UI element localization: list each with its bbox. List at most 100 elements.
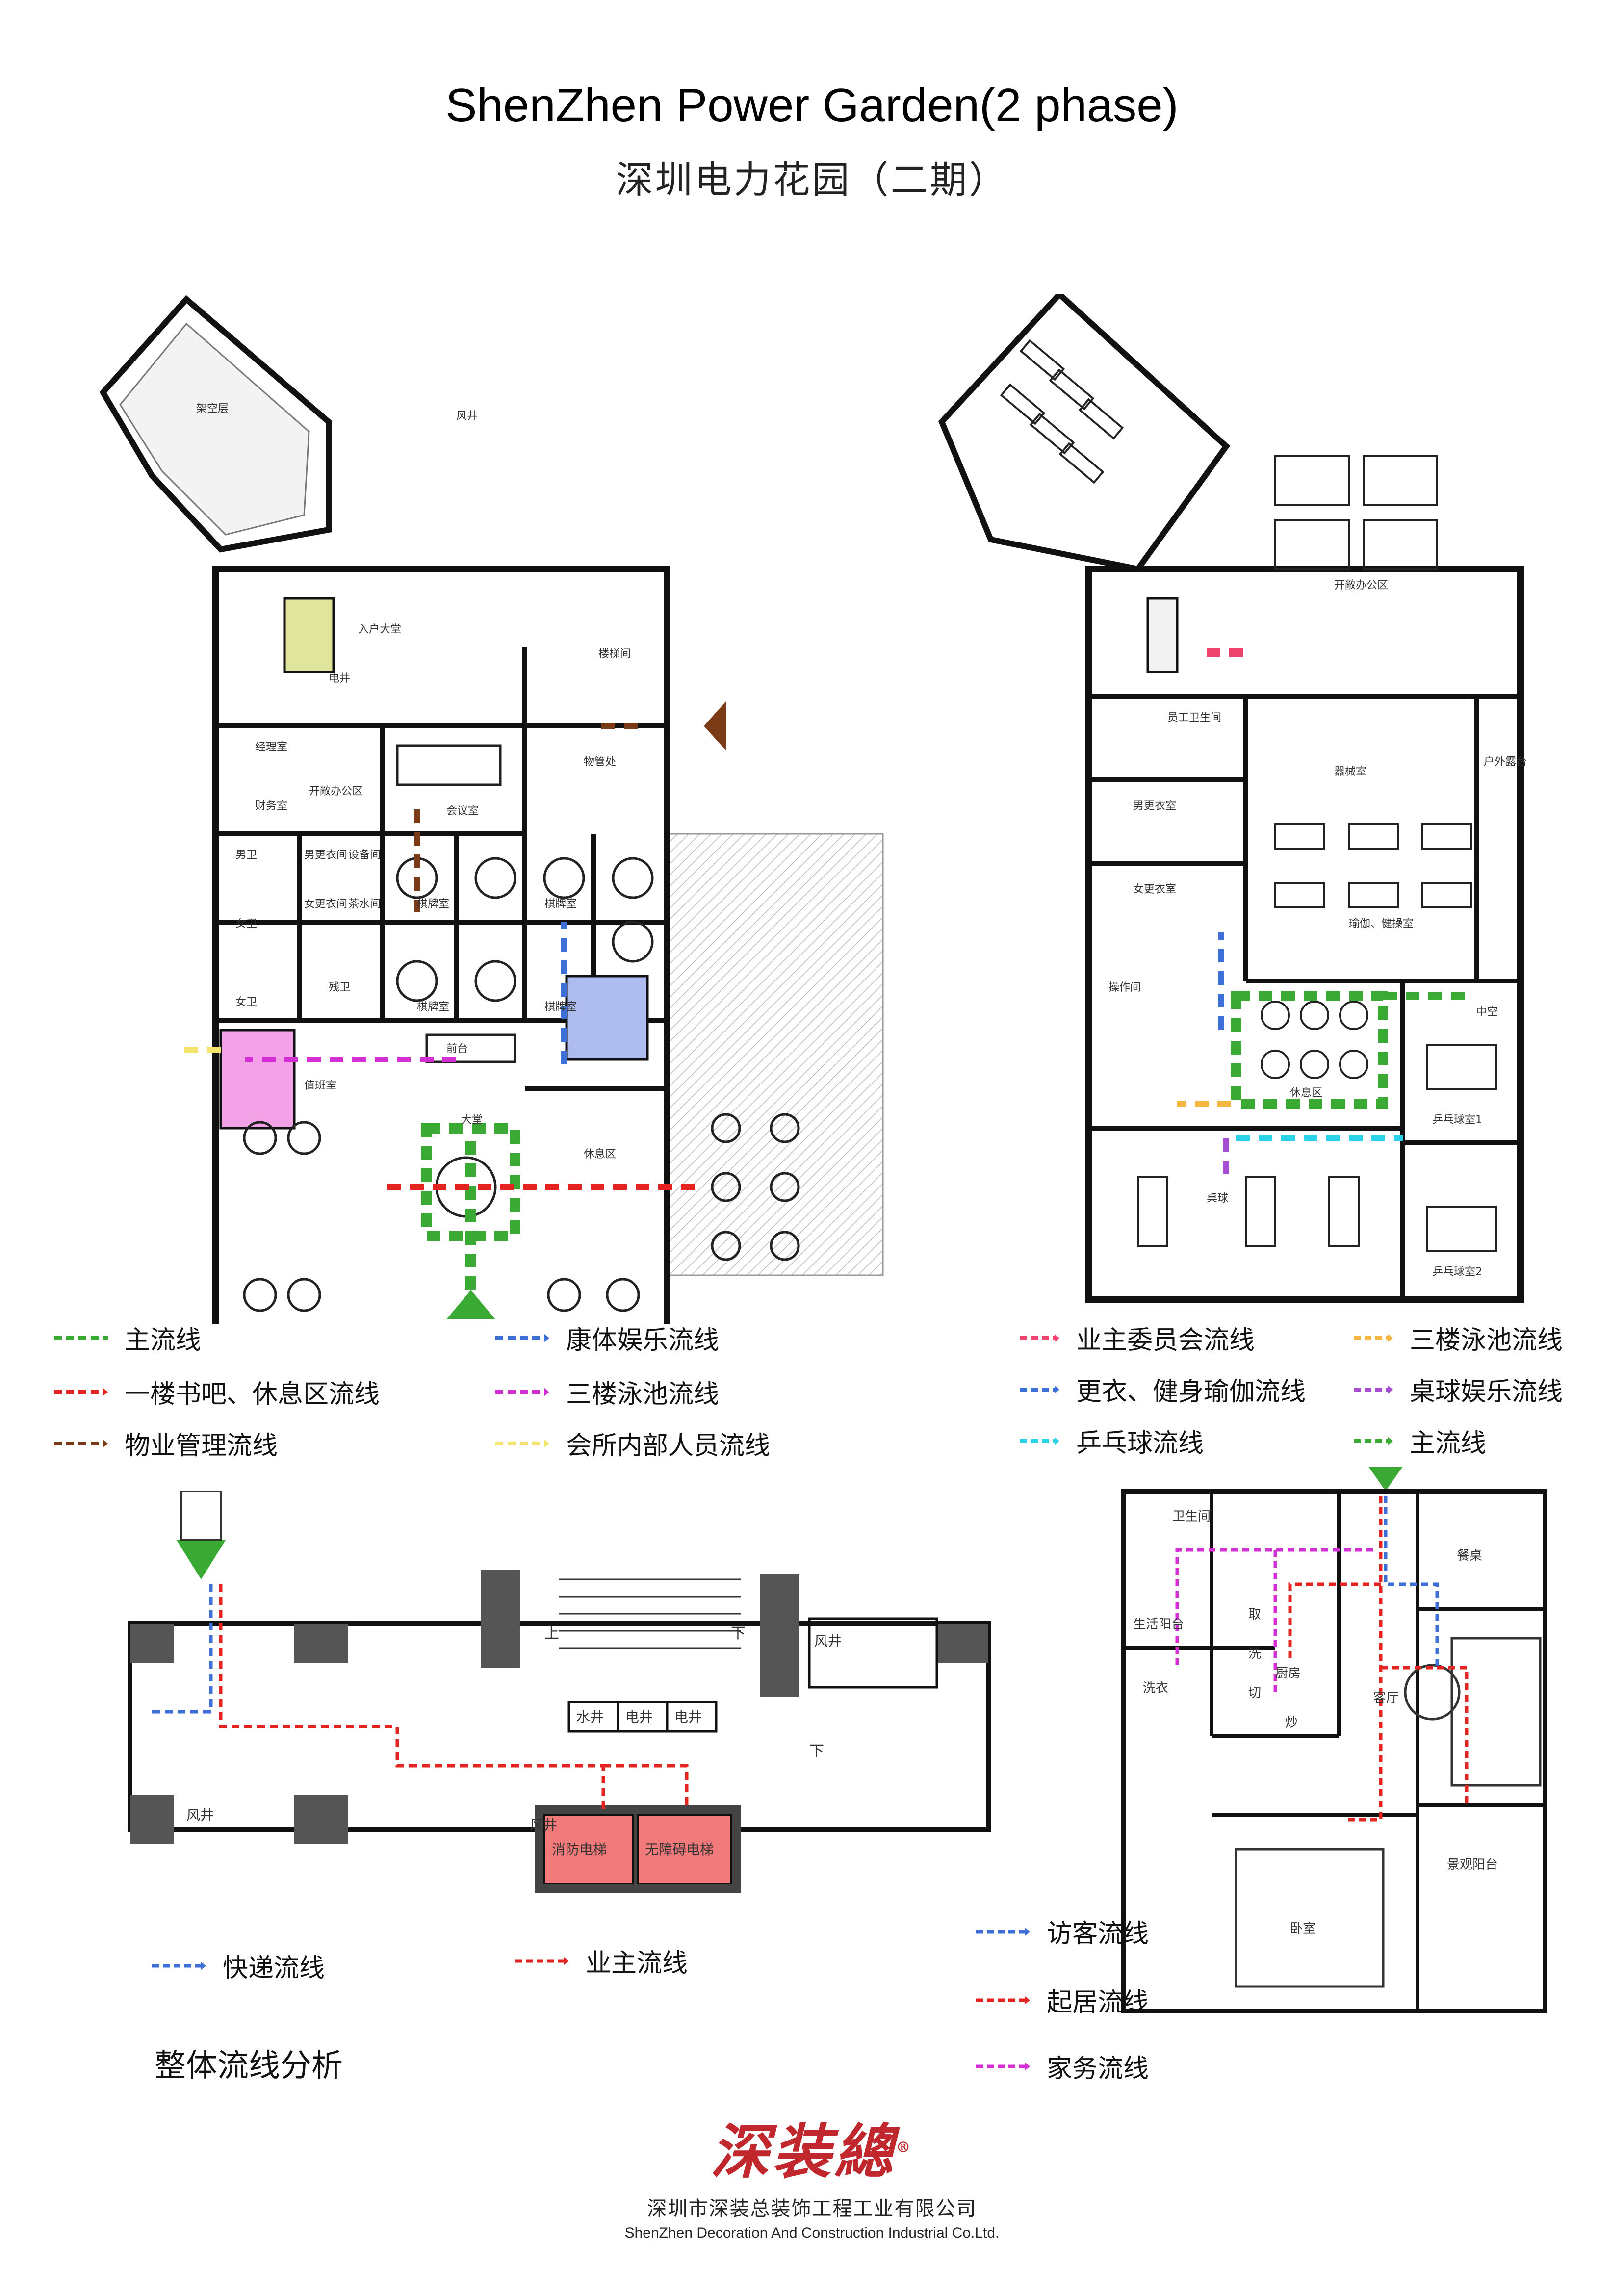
legend-label: 康体娱乐流线 xyxy=(566,1326,720,1355)
legend-label: 桌球娱乐流线 xyxy=(1410,1377,1563,1407)
legend-swatch xyxy=(976,1927,1030,1935)
room-label: 前台 xyxy=(446,1043,468,1055)
room-label: 乒乓球室1 xyxy=(1432,1114,1482,1126)
room-label: 中空 xyxy=(1476,1006,1498,1018)
room-label: 风井 xyxy=(186,1807,214,1823)
legend-swatch xyxy=(515,1957,569,1965)
legend-label: 更衣、健身瑜伽流线 xyxy=(1076,1377,1306,1407)
legend-label: 主流线 xyxy=(125,1326,202,1355)
legend-item: 主流线 xyxy=(54,1319,201,1356)
yoga-mats xyxy=(1274,823,1472,908)
legend-label: 物业管理流线 xyxy=(125,1431,278,1461)
accessible-elevator xyxy=(637,1814,732,1884)
plan-lobby: 上 下 下 风井 水井 电井 电井 风井 风井 消防电梯 无障碍电梯 xyxy=(123,1491,1005,1933)
flow-lines xyxy=(177,723,696,1290)
room-label: 炒 xyxy=(1285,1715,1298,1730)
legend-label: 家务流线 xyxy=(1047,2054,1149,2084)
auditorium-wall xyxy=(938,294,1230,572)
legend-swatch xyxy=(976,1996,1030,2004)
legend-label: 业主委员会流线 xyxy=(1076,1326,1255,1355)
legend-label: 会所内部人员流线 xyxy=(566,1431,771,1461)
room-label: 餐桌 xyxy=(1457,1548,1482,1563)
flow-lines xyxy=(152,1584,689,1810)
room-label: 财务室 xyxy=(255,800,287,812)
room-label: 休息区 xyxy=(1290,1087,1322,1099)
room-label: 消防电梯 xyxy=(552,1841,607,1857)
room-label: 棋牌室 xyxy=(417,898,449,910)
legend-item: 起居流线 xyxy=(976,1982,1149,2018)
section-title: 整体流线分析 xyxy=(155,2048,343,2084)
company-name-en: ShenZhen Decoration And Construction Ind… xyxy=(624,2225,1000,2241)
legend-swatch xyxy=(495,1439,549,1447)
reception-desk xyxy=(425,1033,516,1063)
legend-item: 桌球娱乐流线 xyxy=(1354,1371,1563,1408)
room-label: 棋牌室 xyxy=(544,1001,577,1013)
stair-down-label: 下 xyxy=(809,1743,824,1760)
room-label: 物管处 xyxy=(584,756,616,768)
legend-item: 三楼泳池流线 xyxy=(1354,1319,1563,1356)
office-desks xyxy=(1274,455,1438,570)
room-label: 经理室 xyxy=(255,741,287,753)
logo-text: 深装總 xyxy=(710,2117,896,2187)
room-labels: 入户大堂 经理室 财务室 开敞办公区 会议室 物管处 男更衣间 女更衣间 设备间… xyxy=(196,403,631,1161)
elevator-block xyxy=(283,597,335,673)
legend-swatch xyxy=(495,1334,549,1342)
company-name-cn: 深圳市深装总装饰工程工业有限公司 xyxy=(647,2197,977,2220)
stair-blue xyxy=(565,975,649,1061)
room-label: 洗衣 xyxy=(1143,1681,1168,1696)
page-title-en: ShenZhen Power Garden(2 phase) xyxy=(445,79,1179,131)
room-label: 开敞办公区 xyxy=(1334,579,1388,592)
legend-swatch xyxy=(54,1439,108,1447)
room-label: 切 xyxy=(1248,1686,1261,1701)
legend-swatch xyxy=(152,1961,206,1970)
room-label: 值班室 xyxy=(304,1080,336,1092)
legend-swatch xyxy=(1354,1437,1393,1445)
legend-label: 起居流线 xyxy=(1047,1988,1149,2017)
room-label: 无障碍电梯 xyxy=(645,1841,714,1857)
room-label: 风井 xyxy=(814,1633,842,1649)
legend-label: 业主流线 xyxy=(586,1949,688,1978)
building-outline xyxy=(212,566,670,1324)
plan-second-floor: 开敞办公区 员工卫生间 器械室 户外露台 男更衣室 女更衣室 瑜伽、健操室 操作… xyxy=(932,294,1565,1305)
room-label: 取 xyxy=(1248,1607,1261,1622)
legend-swatch xyxy=(1020,1334,1059,1342)
meeting-table xyxy=(396,744,502,786)
building-outline xyxy=(1085,566,1524,1303)
legend-item: 三楼泳池流线 xyxy=(495,1373,719,1410)
room-label: 洗 xyxy=(1248,1647,1261,1661)
entrance-marker xyxy=(177,1540,226,1579)
company-logo: 深装總® xyxy=(0,2104,1624,2190)
legend-label: 乒乓球流线 xyxy=(1076,1429,1204,1458)
room-label: 茶水间 xyxy=(348,898,381,910)
room-label: 男更衣室 xyxy=(1133,800,1176,812)
legend-item: 业主委员会流线 xyxy=(1020,1319,1255,1356)
room-label: 电井 xyxy=(674,1709,702,1725)
fire-elevator xyxy=(543,1814,634,1884)
legend-item: 家务流线 xyxy=(976,2048,1149,2085)
interior-walls xyxy=(1123,1491,1545,2011)
room-label: 残卫 xyxy=(329,981,350,994)
flow-lines xyxy=(1175,1496,1469,1822)
flow-lines xyxy=(1177,648,1471,1182)
entrance-marker xyxy=(446,1290,495,1319)
room-label: 风井 xyxy=(530,1817,557,1833)
legend-item: 物业管理流线 xyxy=(54,1425,278,1462)
legend-item: 一楼书吧、休息区流线 xyxy=(54,1373,380,1410)
elevator-block xyxy=(1146,597,1179,673)
legend-item: 访客流线 xyxy=(976,1913,1149,1950)
legend-swatch xyxy=(1354,1334,1393,1342)
canopy-floor xyxy=(119,322,310,536)
room-label: 电井 xyxy=(625,1709,653,1725)
service-entrance-marker xyxy=(704,701,726,750)
shafts xyxy=(567,1617,938,1733)
page-title-cn: 深圳电力花园（二期） xyxy=(616,158,1008,202)
plan-unit: 卫生间 生活阳台 洗衣 取 洗 切 炒 厨房 客厅 餐桌 景观阳台 卧室 xyxy=(1113,1462,1555,2036)
legend-label: 三楼泳池流线 xyxy=(566,1380,720,1409)
legend-swatch xyxy=(54,1336,108,1340)
stair-down-label: 下 xyxy=(731,1625,746,1642)
legend-item: 快递流线 xyxy=(152,1947,325,1984)
stair-up-label: 上 xyxy=(544,1625,559,1642)
room-label: 男卫 xyxy=(235,849,257,861)
room-label: 设备间 xyxy=(348,849,381,861)
furniture xyxy=(243,857,800,1312)
